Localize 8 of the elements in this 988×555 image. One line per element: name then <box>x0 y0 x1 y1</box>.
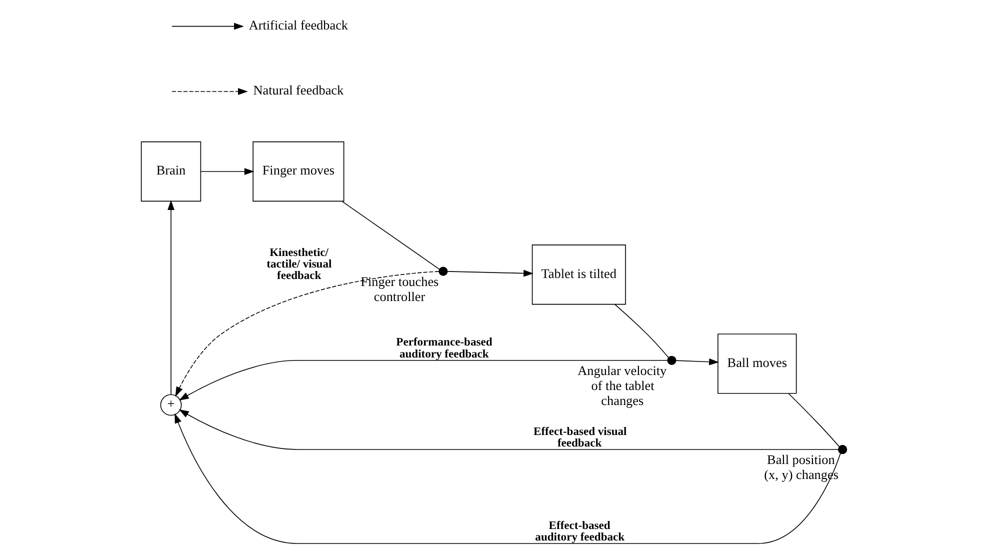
legend-label: Artificial feedback <box>248 17 348 32</box>
edge-label: Kinesthetic/ tactile/ visual feedback <box>266 246 332 282</box>
edge-label: Effect-based visual feedback <box>534 426 627 450</box>
node-label: Angular velocity of the tablet changes <box>578 363 667 408</box>
legend-label: Natural feedback <box>253 82 344 98</box>
node-label: Finger touches controller <box>360 274 439 304</box>
edge-label: Performance-based auditory feedback <box>396 336 492 360</box>
edge-label: Effect-based auditory feedback <box>535 520 625 544</box>
